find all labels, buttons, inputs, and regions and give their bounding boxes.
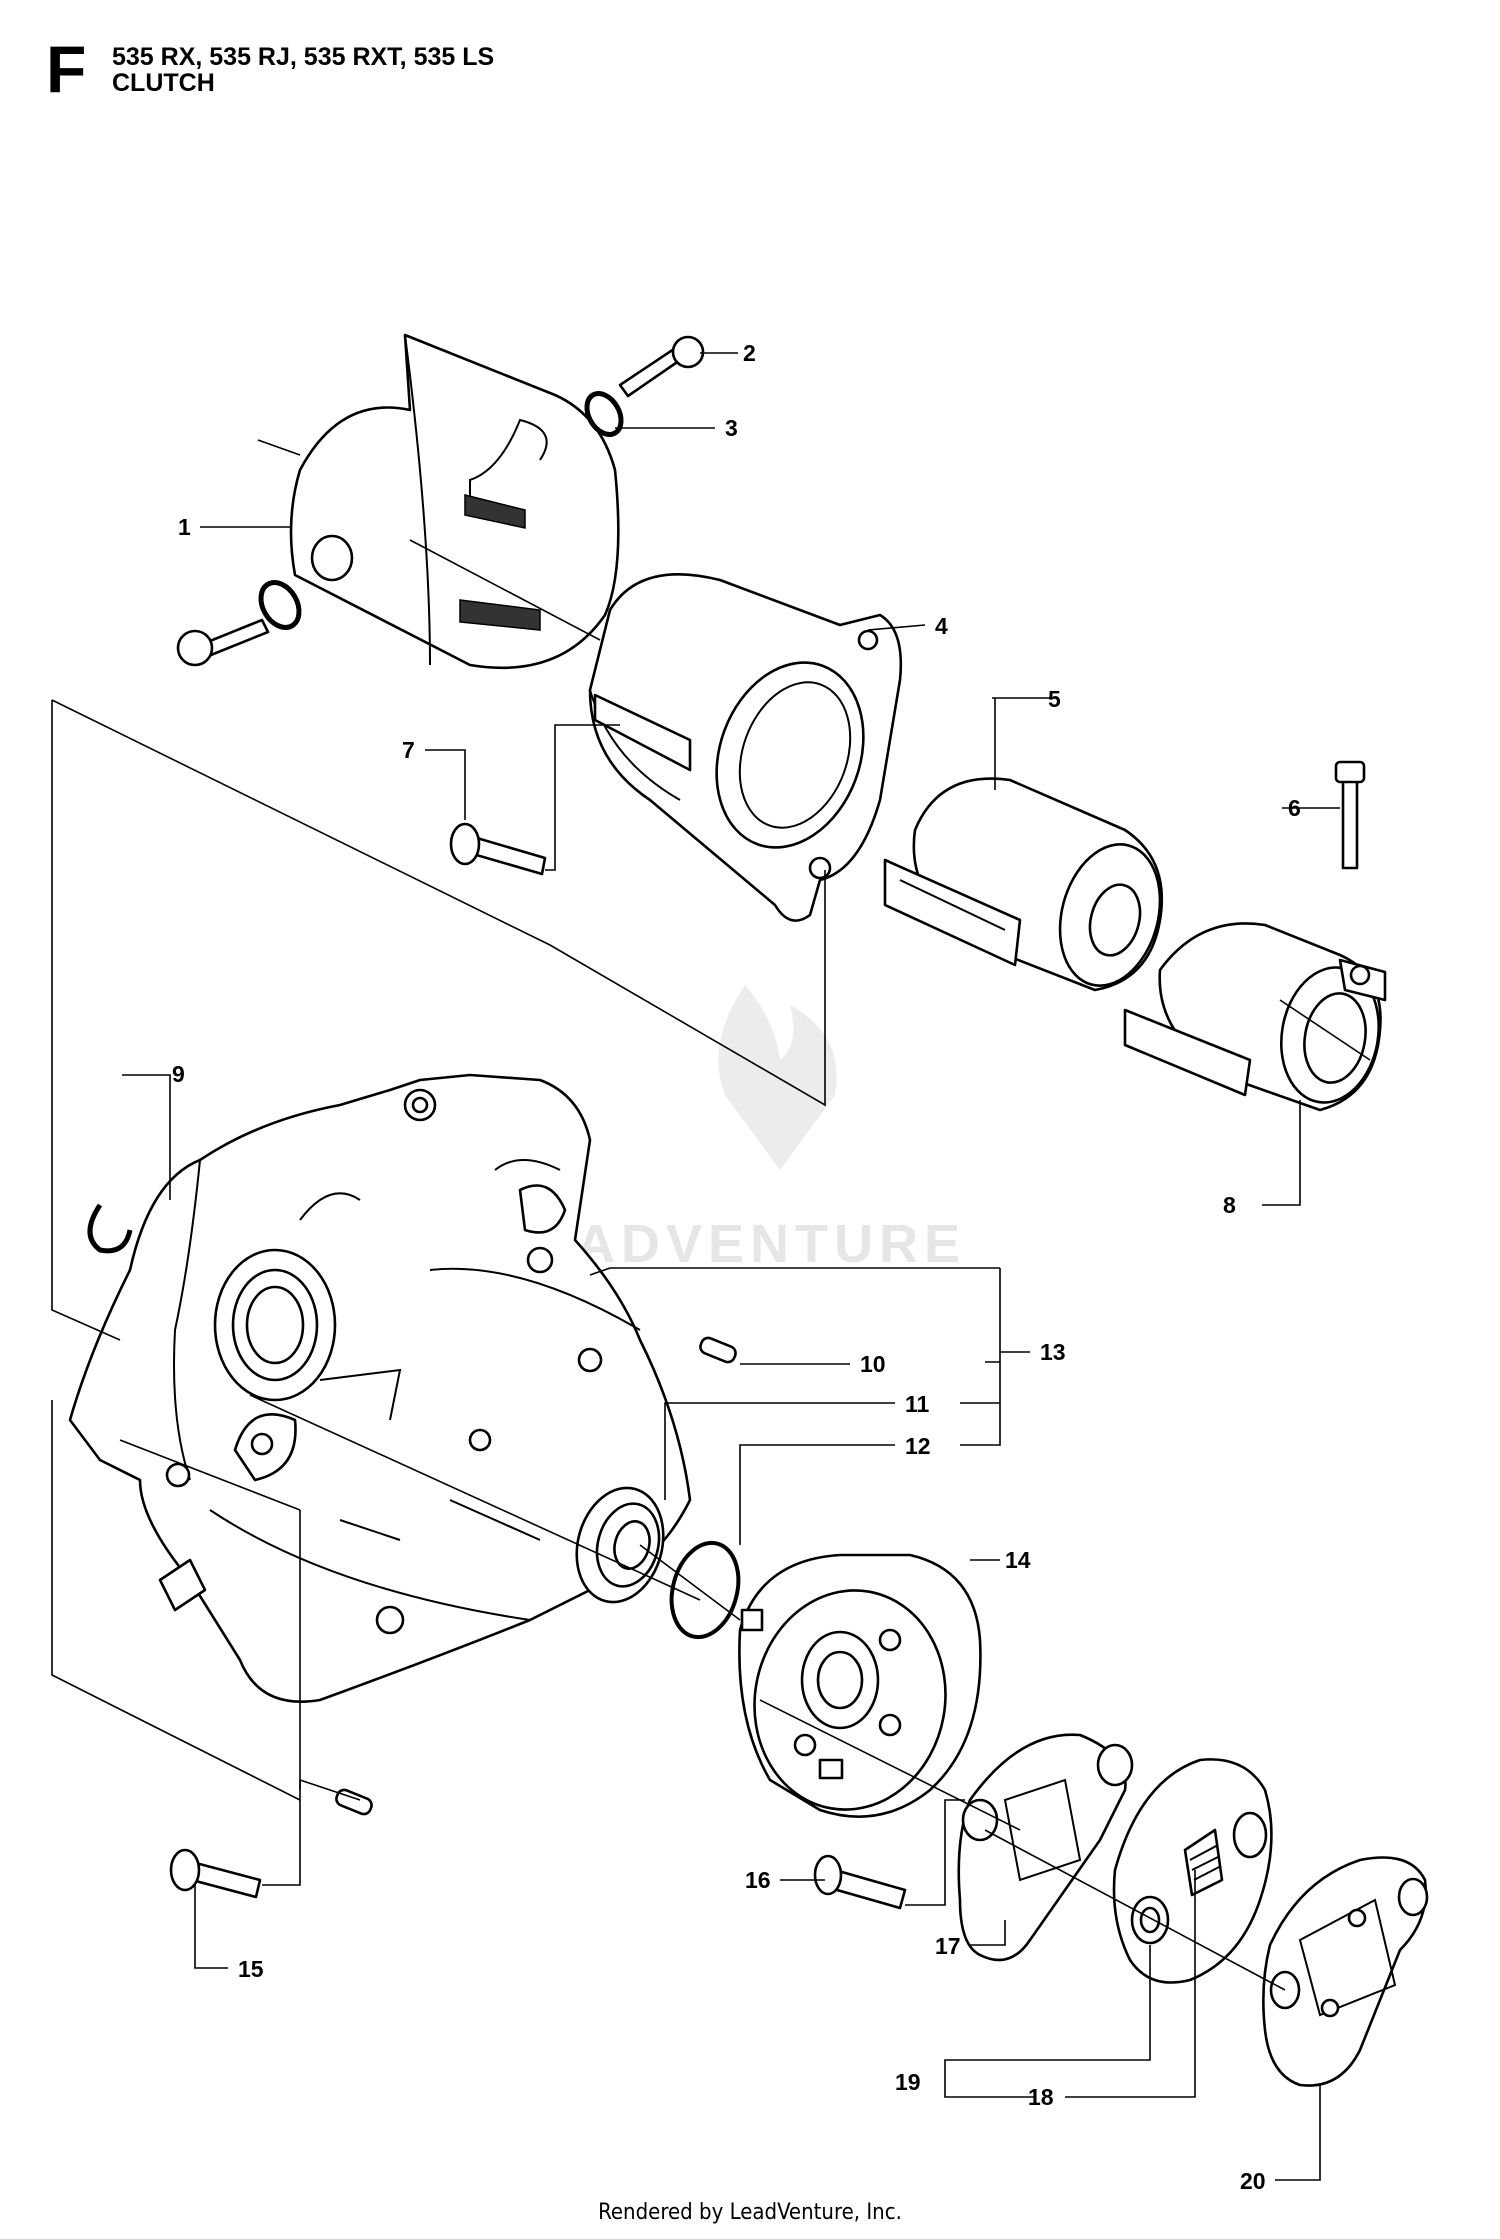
leader-lines — [51, 352, 1371, 2181]
diagram-heading: 535 RX, 535 RJ, 535 RXT, 535 LS CLUTCH — [112, 44, 494, 97]
callout-6: 6 — [1288, 795, 1301, 821]
part-6-bolt — [1334, 760, 1366, 870]
part-20-plate — [1262, 1856, 1429, 2087]
callout-15: 15 — [238, 1956, 264, 1982]
callout-12: 12 — [905, 1433, 931, 1459]
part-8-clamp — [1123, 922, 1387, 1112]
callout-17: 17 — [935, 1933, 961, 1959]
callout-8: 8 — [1223, 1192, 1236, 1218]
callout-14: 14 — [1005, 1547, 1031, 1573]
diagram-title: CLUTCH — [112, 69, 215, 98]
part-9-circlip — [87, 1203, 133, 1254]
part-3-washer — [584, 391, 624, 437]
callout-20: 20 — [1240, 2168, 1266, 2194]
part-dowel-pin — [335, 1788, 373, 1816]
model-list: 535 RX, 535 RJ, 535 RXT, 535 LS — [112, 43, 495, 71]
part-16-screw — [813, 1854, 907, 1910]
part-7-screw — [449, 822, 547, 876]
part-10-pin — [699, 1336, 737, 1364]
part-2-screw — [618, 335, 705, 398]
part-14-drum — [738, 1553, 982, 1818]
callout-2: 2 — [743, 340, 756, 366]
callout-18: 18 — [1028, 2084, 1054, 2110]
part-17-plate — [957, 1733, 1134, 1962]
callout-3: 3 — [725, 415, 738, 441]
part-15-screw — [169, 1848, 262, 1899]
section-letter: F — [46, 32, 87, 106]
callout-1: 1 — [178, 514, 191, 540]
callout-numbers: 1 2 3 4 5 6 7 8 9 10 11 12 13 14 15 16 1… — [172, 340, 1301, 2194]
callout-4: 4 — [935, 613, 948, 639]
part-19-clutch-shoes — [1112, 1758, 1273, 1984]
part-12-circlip — [669, 1540, 741, 1640]
callout-9: 9 — [172, 1061, 185, 1087]
callout-10: 10 — [860, 1351, 886, 1377]
callout-5: 5 — [1048, 686, 1061, 712]
callout-7: 7 — [402, 737, 415, 763]
callout-19: 19 — [895, 2069, 921, 2095]
part-cover-screw-left — [176, 580, 302, 667]
crankcase — [68, 1073, 692, 1703]
part-5-tube — [883, 777, 1164, 992]
part-4-housing — [588, 573, 903, 922]
callout-16: 16 — [745, 1867, 771, 1893]
footer-credit: Rendered by LeadVenture, Inc. — [598, 2200, 902, 2225]
part-1-cover — [257, 333, 620, 670]
callout-11: 11 — [905, 1391, 930, 1417]
callout-13: 13 — [1040, 1339, 1066, 1365]
